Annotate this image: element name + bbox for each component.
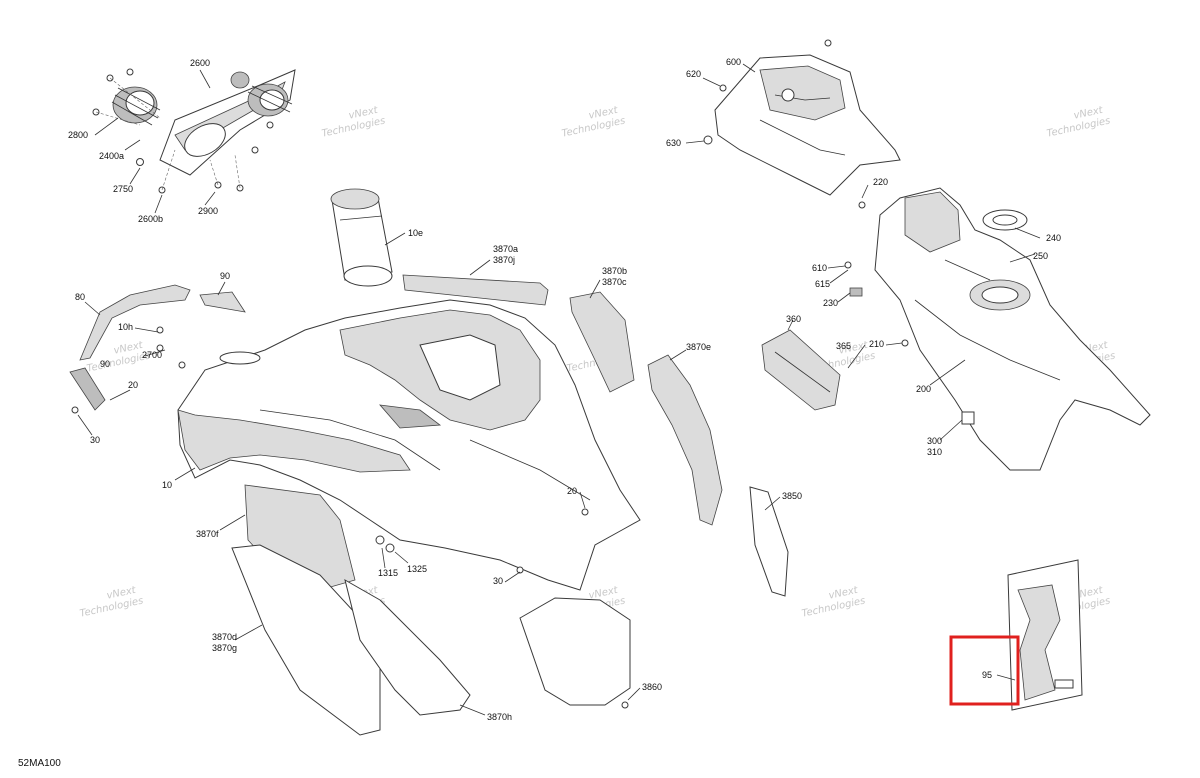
label-3870j[interactable]: 3870j xyxy=(493,255,515,265)
watermark: vNext Technologies xyxy=(1046,105,1112,140)
panel-3850 xyxy=(749,486,789,597)
label-2600[interactable]: 2600 xyxy=(190,58,210,68)
label-2600b[interactable]: 2600b xyxy=(138,214,163,224)
label-30-right[interactable]: 30 xyxy=(493,576,503,586)
label-2800[interactable]: 2800 xyxy=(68,130,88,140)
label-2900[interactable]: 2900 xyxy=(198,206,218,216)
fairing-90 xyxy=(199,291,246,313)
leader-lines xyxy=(77,63,1041,716)
label-95[interactable]: 95 xyxy=(982,670,992,680)
decal-95 xyxy=(1007,559,1083,711)
label-2400a[interactable]: 2400a xyxy=(99,151,124,161)
label-1325[interactable]: 1325 xyxy=(407,564,427,574)
label-2700[interactable]: 2700 xyxy=(142,350,162,360)
label-610[interactable]: 610 xyxy=(812,263,827,273)
highlight-box xyxy=(949,635,1020,706)
label-620[interactable]: 620 xyxy=(686,69,701,79)
label-310[interactable]: 310 xyxy=(927,447,942,457)
intake-duct xyxy=(330,188,393,287)
main-hood xyxy=(177,299,641,591)
label-365[interactable]: 365 xyxy=(836,341,851,351)
hardware xyxy=(71,39,975,709)
watermark: vNext Technologies xyxy=(321,105,387,140)
part-labels: 2600 2800 2400a 2750 2600b 2900 10e 3870… xyxy=(68,57,1061,722)
label-3870f[interactable]: 3870f xyxy=(196,529,219,539)
label-10e[interactable]: 10e xyxy=(408,228,423,238)
label-1315[interactable]: 1315 xyxy=(378,568,398,578)
label-90-lower[interactable]: 90 xyxy=(100,359,110,369)
label-3870g[interactable]: 3870g xyxy=(212,643,237,653)
label-630[interactable]: 630 xyxy=(666,138,681,148)
label-20-left[interactable]: 20 xyxy=(128,380,138,390)
gauge-right xyxy=(247,83,293,117)
watermark: vNext Technologies xyxy=(561,105,627,140)
label-360[interactable]: 360 xyxy=(786,314,801,324)
gauge-left xyxy=(111,86,161,126)
label-3870d[interactable]: 3870d xyxy=(212,632,237,642)
label-30-left[interactable]: 30 xyxy=(90,435,100,445)
label-3870c[interactable]: 3870c xyxy=(602,277,627,287)
seat-base xyxy=(874,187,1151,471)
watermark: vNext Technologies xyxy=(801,585,867,620)
display-module xyxy=(761,329,841,411)
diagram-code: 52MA100 xyxy=(18,758,61,769)
label-3870h[interactable]: 3870h xyxy=(487,712,512,722)
trim-strip-3870b xyxy=(569,291,635,393)
label-10[interactable]: 10 xyxy=(162,480,172,490)
label-3860[interactable]: 3860 xyxy=(642,682,662,692)
deflector-80 xyxy=(69,284,191,411)
label-300[interactable]: 300 xyxy=(927,436,942,446)
label-230[interactable]: 230 xyxy=(823,298,838,308)
label-3850[interactable]: 3850 xyxy=(782,491,802,501)
label-250[interactable]: 250 xyxy=(1033,251,1048,261)
panel-3870h xyxy=(344,578,471,716)
label-3870a[interactable]: 3870a xyxy=(493,244,518,254)
panel-3870d xyxy=(231,544,381,736)
label-200[interactable]: 200 xyxy=(916,384,931,394)
trim-strip-3870a xyxy=(402,274,549,306)
panel-3860 xyxy=(519,597,631,706)
label-10h[interactable]: 10h xyxy=(118,322,133,332)
label-2750[interactable]: 2750 xyxy=(113,184,133,194)
label-20-right[interactable]: 20 xyxy=(567,486,577,496)
label-3870b[interactable]: 3870b xyxy=(602,266,627,276)
storage-tray xyxy=(714,54,901,196)
label-3870e[interactable]: 3870e xyxy=(686,342,711,352)
watermark: vNext Technologies xyxy=(79,585,145,620)
label-210[interactable]: 210 xyxy=(869,339,884,349)
label-600[interactable]: 600 xyxy=(726,57,741,67)
label-240[interactable]: 240 xyxy=(1046,233,1061,243)
gauge-bracket-assembly xyxy=(92,68,296,194)
label-80[interactable]: 80 xyxy=(75,292,85,302)
label-615[interactable]: 615 xyxy=(815,279,830,289)
label-220[interactable]: 220 xyxy=(873,177,888,187)
label-90-upper[interactable]: 90 xyxy=(220,271,230,281)
panel-3870e xyxy=(647,354,723,526)
